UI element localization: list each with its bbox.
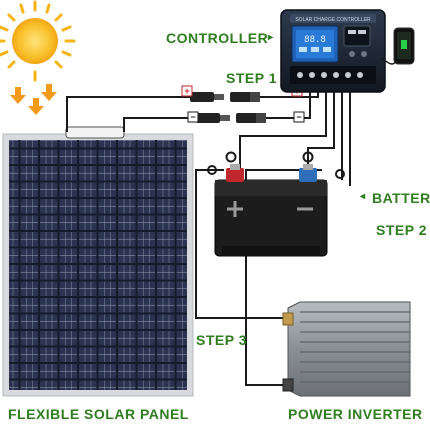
- battery-plus-icon: [227, 201, 243, 217]
- step-3-label: STEP 3: [196, 332, 247, 348]
- battery: [214, 164, 328, 257]
- step-2-label: STEP 2: [376, 222, 427, 238]
- sun-icon: [0, 0, 76, 82]
- inverter-label: POWER INVERTER: [288, 406, 423, 422]
- solar-cells: [9, 140, 187, 390]
- minus-sign-left: −: [190, 112, 195, 122]
- inverter-negative-post: [282, 378, 294, 392]
- mc4-connectors: [190, 92, 266, 123]
- controller-button: [361, 51, 367, 57]
- positive-terminal: [226, 168, 244, 182]
- minus-sign-right: −: [296, 112, 301, 122]
- controller-pointer-arrow-icon: ▸: [268, 32, 274, 43]
- negative-terminal: [299, 168, 317, 182]
- solar-panel: [2, 126, 194, 397]
- controller-header-text: SOLAR CHARGE CONTROLLER: [295, 17, 371, 23]
- step-1-label: STEP 1: [226, 70, 277, 86]
- charge-controller: SOLAR CHARGE CONTROLLER 88.8: [280, 9, 386, 93]
- plus-sign-left: +: [184, 86, 189, 96]
- sunlight-arrows-icon: [10, 84, 57, 115]
- usb-port-panel: [343, 25, 371, 47]
- wire-terminal-ring-icons: [207, 151, 345, 179]
- junction-box: [65, 126, 125, 139]
- smartphone-icon: [381, 27, 415, 65]
- wiring: [66, 90, 351, 386]
- inverter-positive-post: [282, 312, 294, 326]
- controller-lcd-readout: 88.8: [304, 35, 326, 45]
- controller-button: [349, 51, 355, 57]
- controller-label: CONTROLLER: [166, 30, 269, 46]
- solar-panel-label: FLEXIBLE SOLAR PANEL: [8, 406, 189, 422]
- power-inverter: [282, 301, 411, 397]
- battery-label: BATTERY: [372, 190, 430, 206]
- battery-pointer-arrow-icon: ◂: [360, 191, 366, 202]
